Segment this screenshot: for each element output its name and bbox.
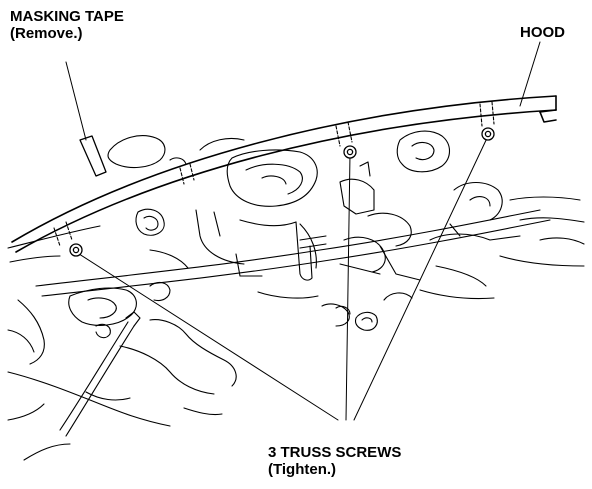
truss-screw-right [481, 127, 495, 141]
leader-lines [65, 41, 541, 421]
masking-tape-label: MASKING TAPE (Remove.) [10, 8, 124, 42]
truss-screws-title: 3 TRUSS SCREWS [268, 444, 402, 461]
hood-title: HOOD [520, 24, 565, 41]
hood-inner-panel [7, 130, 585, 461]
hood-label: HOOD [520, 24, 565, 41]
truss-screw-left [69, 243, 83, 257]
truss-screws-label: 3 TRUSS SCREWS (Tighten.) [268, 444, 401, 478]
masking-tape-leader [65, 61, 87, 141]
screw-leader-right [353, 135, 489, 421]
hood-edge-strip [11, 95, 557, 253]
strip-clips [53, 101, 495, 247]
truss-screws-note: (Tighten.) [268, 461, 337, 478]
truss-screws [69, 127, 495, 257]
screw-leader-left [75, 251, 339, 421]
masking-tape-note: (Remove.) [10, 25, 83, 42]
masking-tape-title: MASKING TAPE [10, 8, 124, 25]
truss-screw-center [343, 145, 357, 159]
masking-tape-piece [79, 135, 107, 177]
hood-leader [519, 41, 541, 107]
screw-leader-center [345, 153, 351, 421]
